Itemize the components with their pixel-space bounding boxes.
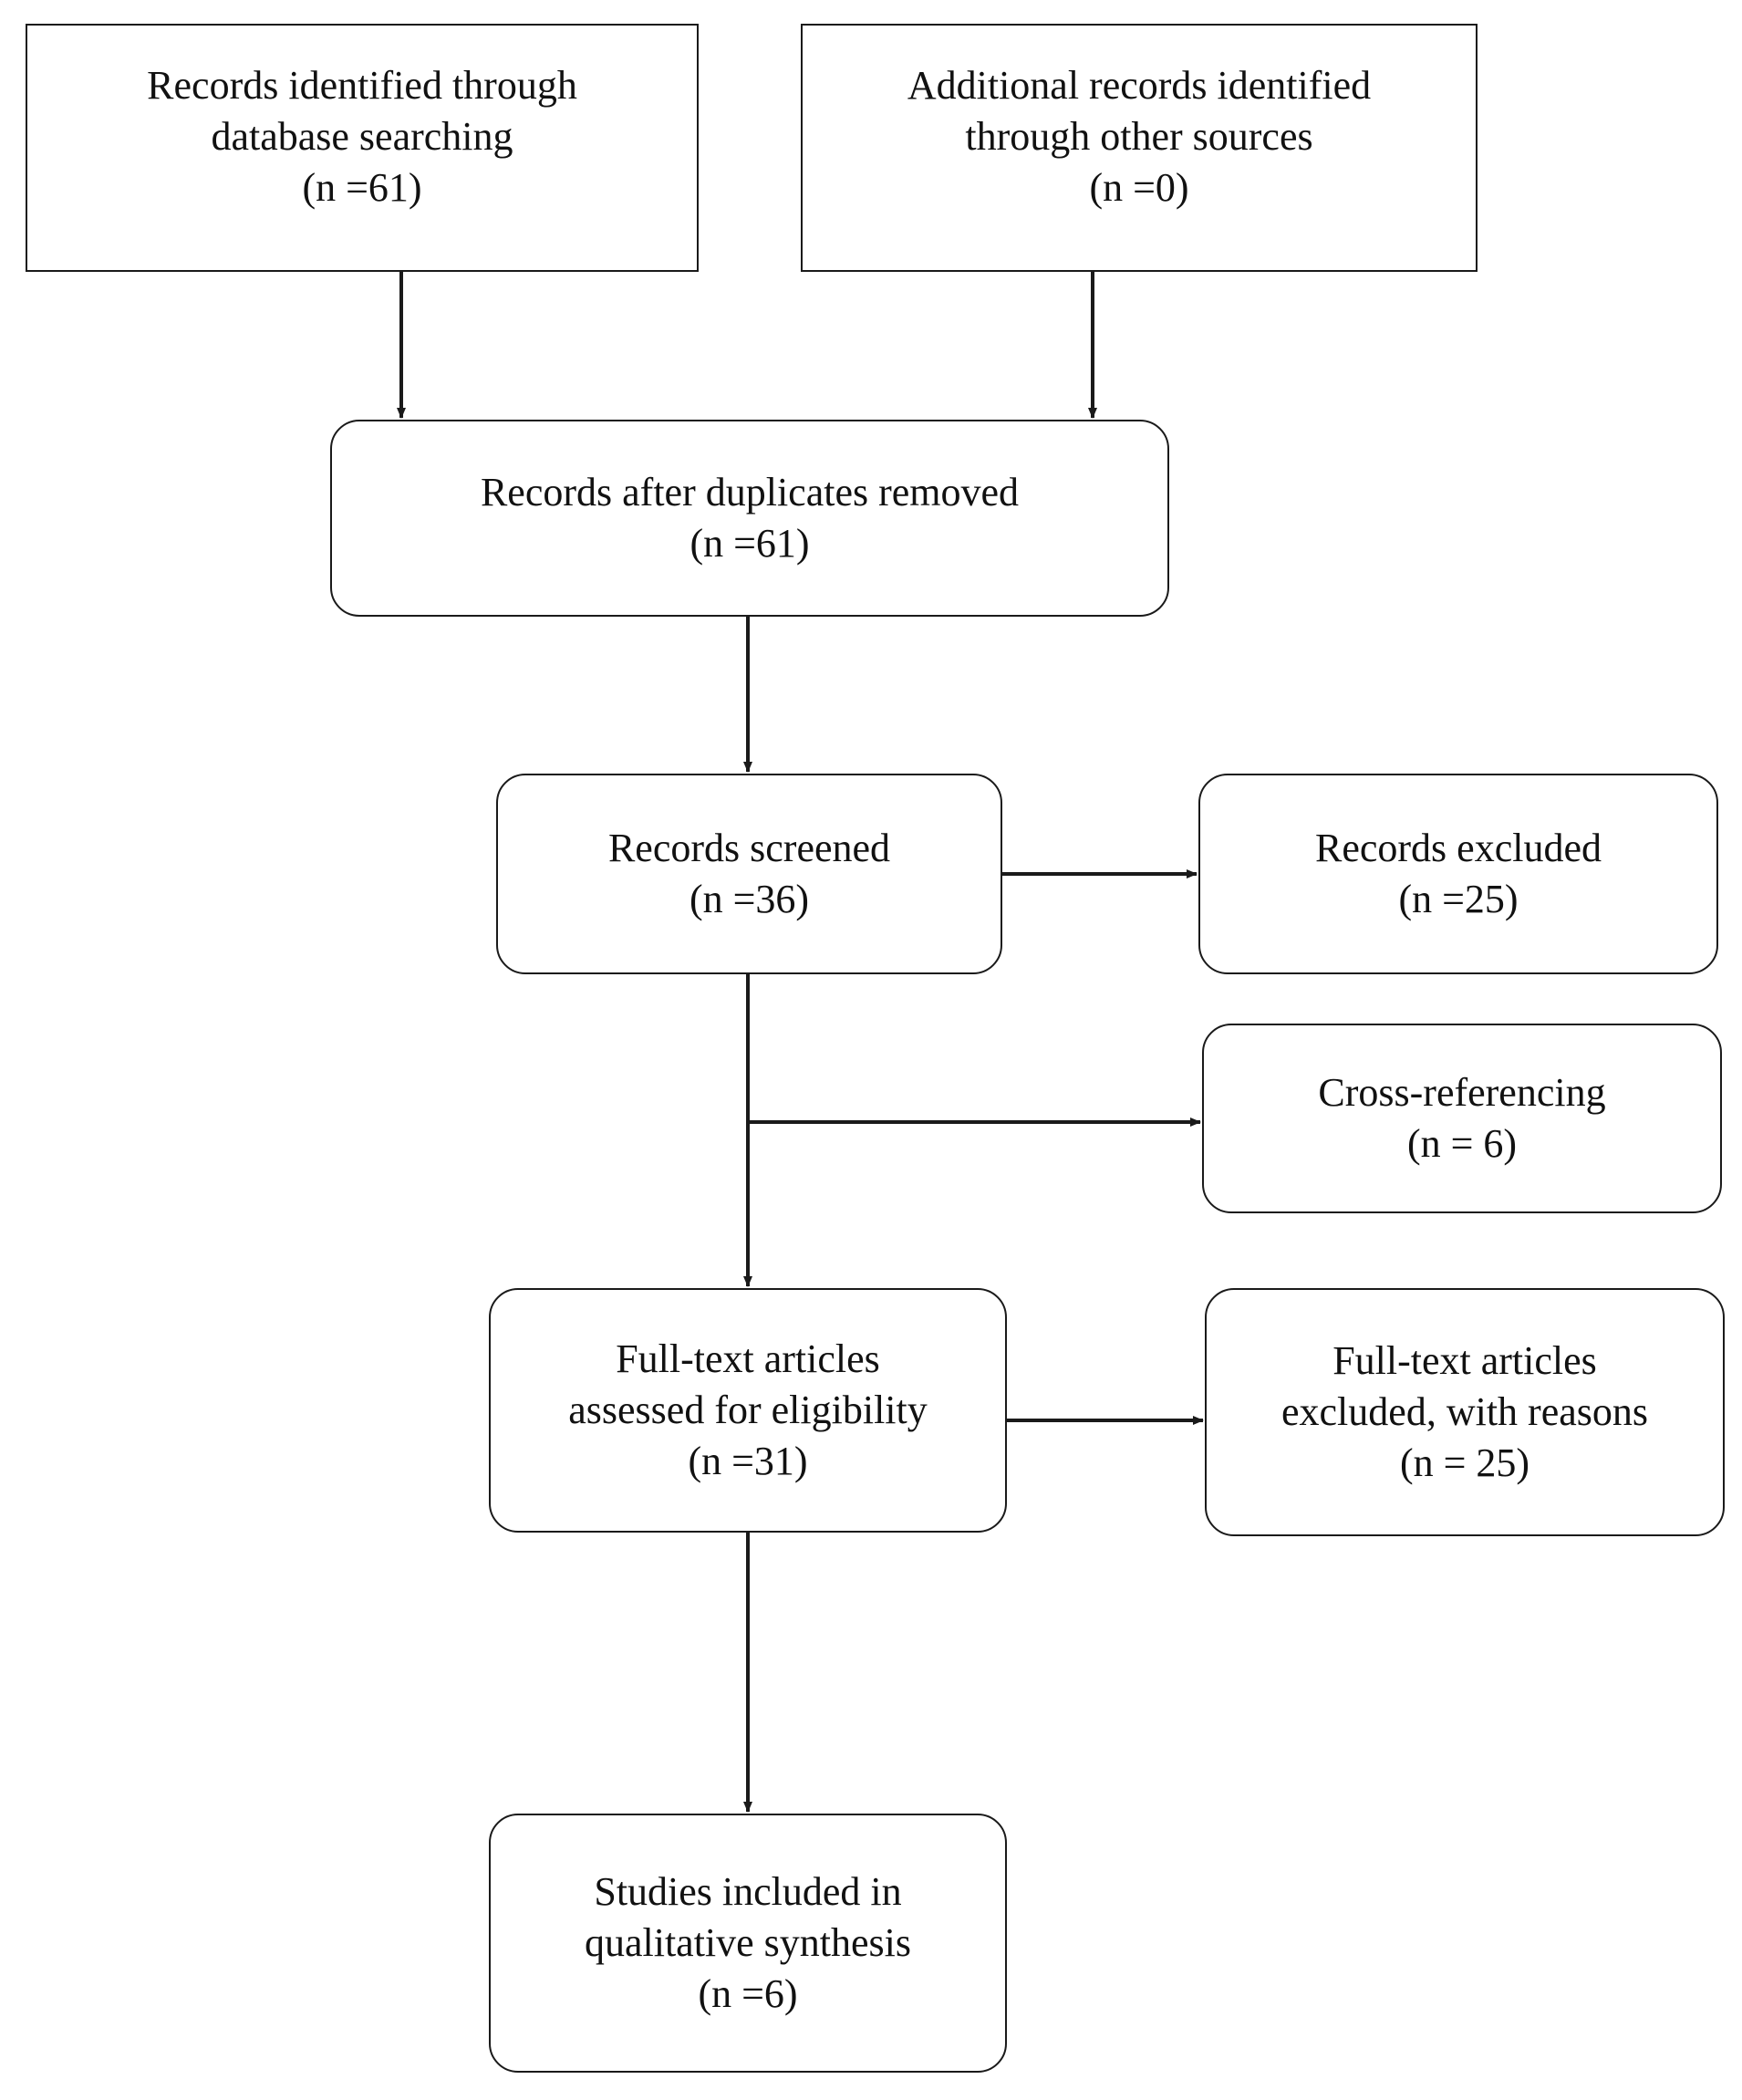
box-additional-records: Additional records identified through ot… bbox=[801, 24, 1478, 272]
box-records-screened: Records screened (n =36) bbox=[496, 774, 1002, 974]
excluded-count: (n =25) bbox=[1398, 877, 1519, 921]
box-studies-included: Studies included in qualitative synthesi… bbox=[489, 1814, 1007, 2073]
excluded-label: Records excluded bbox=[1315, 826, 1602, 870]
db-search-line-1: Records identified through bbox=[147, 63, 577, 108]
other-sources-line-2: through other sources bbox=[965, 114, 1313, 159]
screened-label: Records screened bbox=[607, 826, 891, 870]
box-records-identified-database: Records identified through database sear… bbox=[26, 24, 699, 272]
db-search-line-2: database searching bbox=[211, 114, 513, 159]
included-line-1: Studies included in bbox=[594, 1869, 902, 1914]
fulltext-line-1: Full-text articles bbox=[616, 1336, 880, 1381]
box-records-excluded: Records excluded (n =25) bbox=[1198, 774, 1718, 974]
other-sources-count: (n =0) bbox=[1089, 165, 1189, 210]
dedup-count: (n =61) bbox=[690, 521, 810, 566]
fulltext-excluded-count: (n = 25) bbox=[1399, 1440, 1530, 1485]
crossref-count: (n = 6) bbox=[1406, 1121, 1518, 1166]
fulltext-line-2: assessed for eligibility bbox=[568, 1388, 928, 1432]
screened-count: (n =36) bbox=[689, 877, 810, 921]
fulltext-count: (n =31) bbox=[688, 1439, 808, 1483]
included-count: (n =6) bbox=[698, 1971, 798, 2016]
included-line-2: qualitative synthesis bbox=[584, 1920, 912, 1965]
box-cross-referencing: Cross-referencing (n = 6) bbox=[1202, 1024, 1722, 1213]
box-records-after-duplicates: Records after duplicates removed (n =61) bbox=[330, 420, 1169, 617]
box-fulltext-assessed: Full-text articles assessed for eligibil… bbox=[489, 1288, 1007, 1533]
other-sources-line-1: Additional records identified bbox=[907, 63, 1372, 108]
crossref-label: Cross-referencing bbox=[1318, 1070, 1606, 1115]
box-fulltext-excluded: Full-text articles excluded, with reason… bbox=[1205, 1288, 1725, 1536]
fulltext-excluded-line-1: Full-text articles bbox=[1332, 1338, 1597, 1383]
dedup-label: Records after duplicates removed bbox=[480, 470, 1020, 515]
db-search-count: (n =61) bbox=[302, 165, 422, 210]
fulltext-excluded-line-2: excluded, with reasons bbox=[1281, 1389, 1648, 1434]
